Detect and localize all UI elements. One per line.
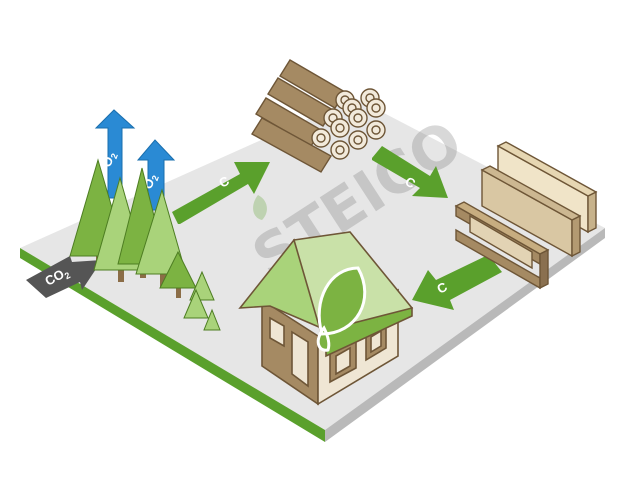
- i-beam-icon: [454, 201, 550, 290]
- co2-subscript: 2: [63, 270, 72, 281]
- svg-text:O2: O2: [99, 150, 120, 170]
- leaf-icon: [316, 266, 367, 352]
- log-row-top: [279, 59, 355, 110]
- co2-arrow: CO2: [26, 256, 102, 298]
- platform-edge-left: [20, 248, 325, 442]
- timber-boards-icon: [480, 141, 598, 258]
- carbon-arrow-timber-to-house: C: [412, 254, 502, 310]
- watermark-leaf-icon: [253, 195, 267, 220]
- log-row-low: [255, 97, 386, 148]
- conifer-trees-icon: [69, 158, 221, 331]
- house-window: [269, 316, 285, 348]
- log-stack-icon: [251, 59, 386, 173]
- wooden-house-icon: [238, 231, 414, 406]
- house-door: [291, 330, 309, 388]
- log-row-bottom: [251, 117, 386, 173]
